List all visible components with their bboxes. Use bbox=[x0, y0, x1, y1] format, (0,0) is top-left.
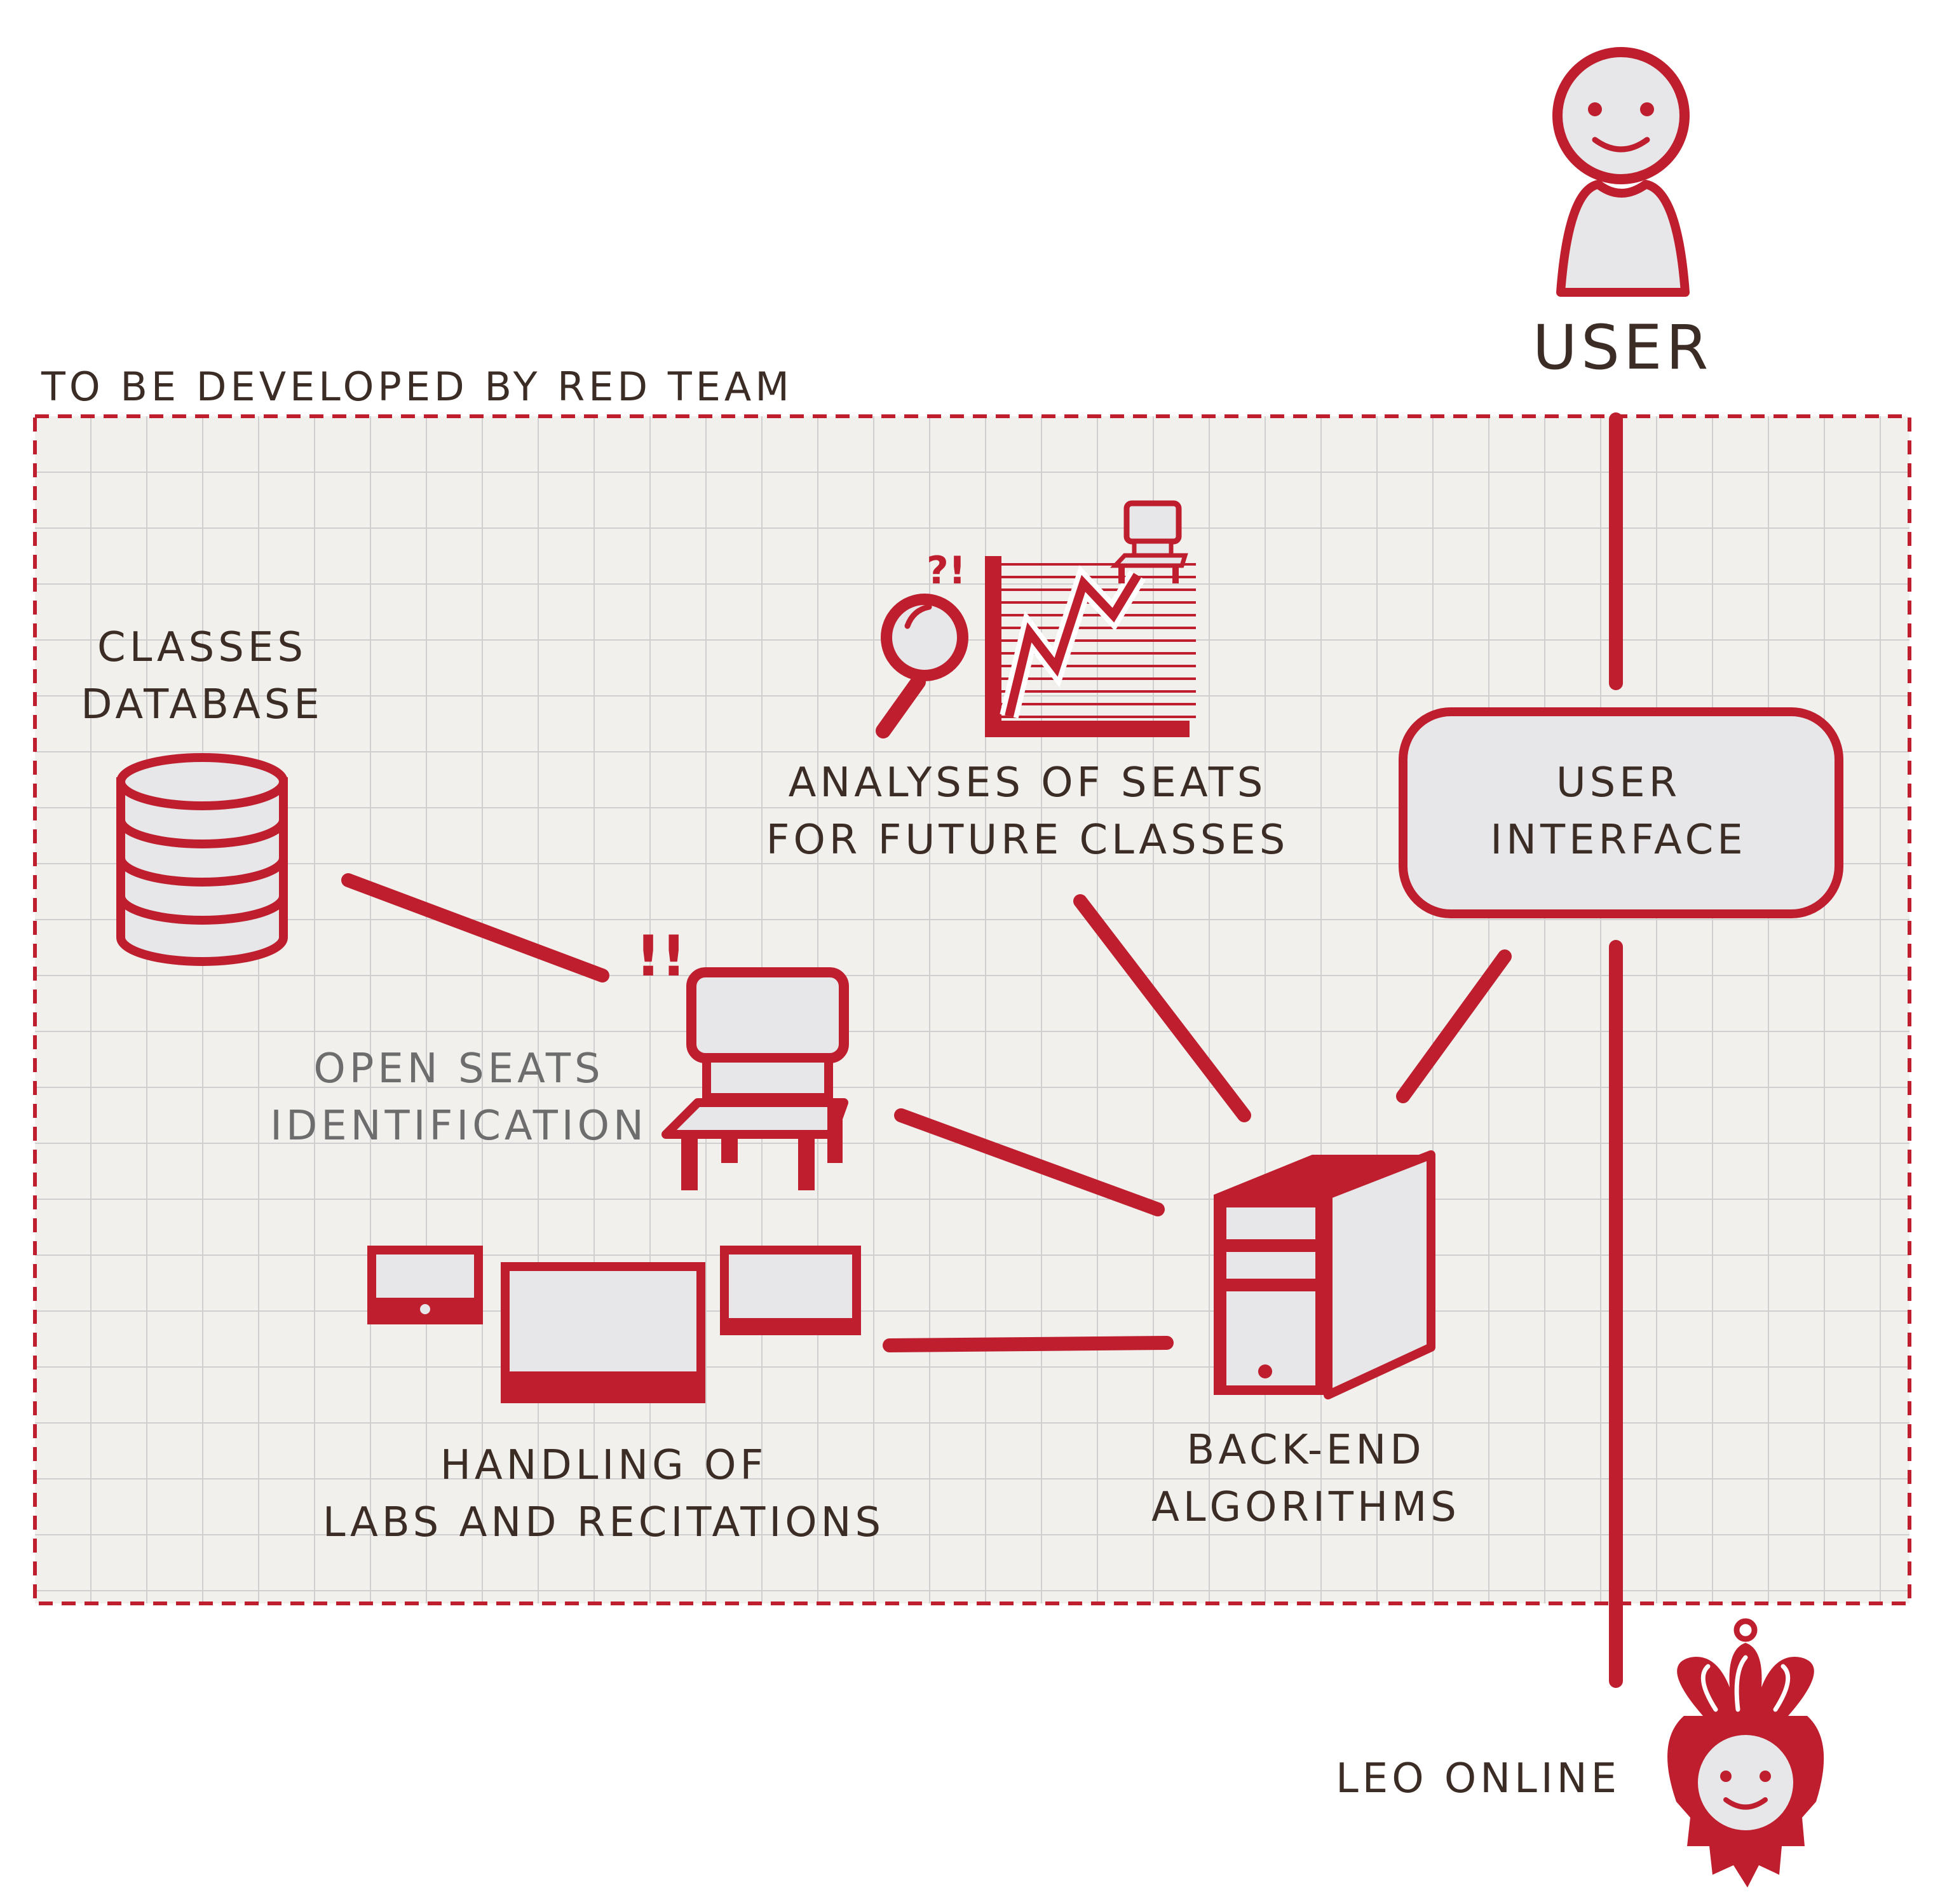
question-exclaim-mark: ?! bbox=[926, 548, 966, 593]
connectors bbox=[341, 412, 1623, 1688]
user-interface-box bbox=[1399, 707, 1843, 918]
classes-database-label-line1: CLASSES bbox=[97, 624, 307, 671]
chair-small-icon bbox=[1109, 500, 1188, 583]
red-team-zone bbox=[33, 414, 1911, 1605]
server-tower-icon bbox=[1214, 1150, 1435, 1399]
connector-analyses-to-backend bbox=[1073, 894, 1251, 1122]
leo-online-label: LEO ONLINE bbox=[1336, 1755, 1620, 1802]
labs-label-line1: HANDLING OF bbox=[440, 1442, 768, 1489]
monitor-icon bbox=[720, 1246, 861, 1335]
zone-label: TO BE DEVELOPED BY RED TEAM bbox=[41, 364, 793, 410]
chair-icon bbox=[661, 967, 849, 1190]
leo-mascot-icon bbox=[1667, 1618, 1824, 1887]
exclaim-mark: !! bbox=[635, 923, 686, 989]
user-label: USER bbox=[1533, 312, 1713, 383]
growth-chart-icon bbox=[985, 500, 1196, 737]
connector-seats-to-backend bbox=[894, 1108, 1165, 1216]
backend-node: BACK-END ALGORITHMS bbox=[1151, 1150, 1460, 1531]
magnifier-icon bbox=[876, 594, 968, 738]
classes-database-label-line2: DATABASE bbox=[81, 681, 323, 728]
laptop-icon bbox=[501, 1262, 705, 1403]
open-seats-label-line2: IDENTIFICATION bbox=[270, 1103, 648, 1150]
classes-database-node: CLASSES DATABASE bbox=[81, 624, 323, 966]
user-interface-label-line1: USER bbox=[1556, 759, 1681, 806]
labs-node: HANDLING OF LABS AND RECITATIONS bbox=[323, 1246, 885, 1546]
user-interface-label-line2: INTERFACE bbox=[1490, 817, 1746, 864]
database-icon bbox=[116, 753, 288, 966]
labs-label-line2: LABS AND RECITATIONS bbox=[323, 1499, 885, 1546]
tablet-icon bbox=[367, 1246, 483, 1324]
connector-interface-to-backend bbox=[1396, 949, 1512, 1103]
backend-label-line2: ALGORITHMS bbox=[1151, 1484, 1460, 1531]
connector-labs-to-backend bbox=[883, 1336, 1174, 1352]
user-interface-node: USER INTERFACE bbox=[1399, 707, 1843, 918]
open-seats-node: !! OPEN SEATS IDENTIFICATION bbox=[270, 923, 849, 1190]
user-icon bbox=[1552, 47, 1690, 297]
backend-label-line1: BACK-END bbox=[1186, 1427, 1425, 1474]
analyses-label-line2: FOR FUTURE CLASSES bbox=[766, 817, 1289, 864]
analyses-node: ?! bbox=[766, 500, 1289, 864]
open-seats-label-line1: OPEN SEATS bbox=[313, 1045, 604, 1092]
connector-database-to-seats bbox=[341, 873, 609, 983]
analyses-label-line1: ANALYSES OF SEATS bbox=[789, 759, 1267, 806]
